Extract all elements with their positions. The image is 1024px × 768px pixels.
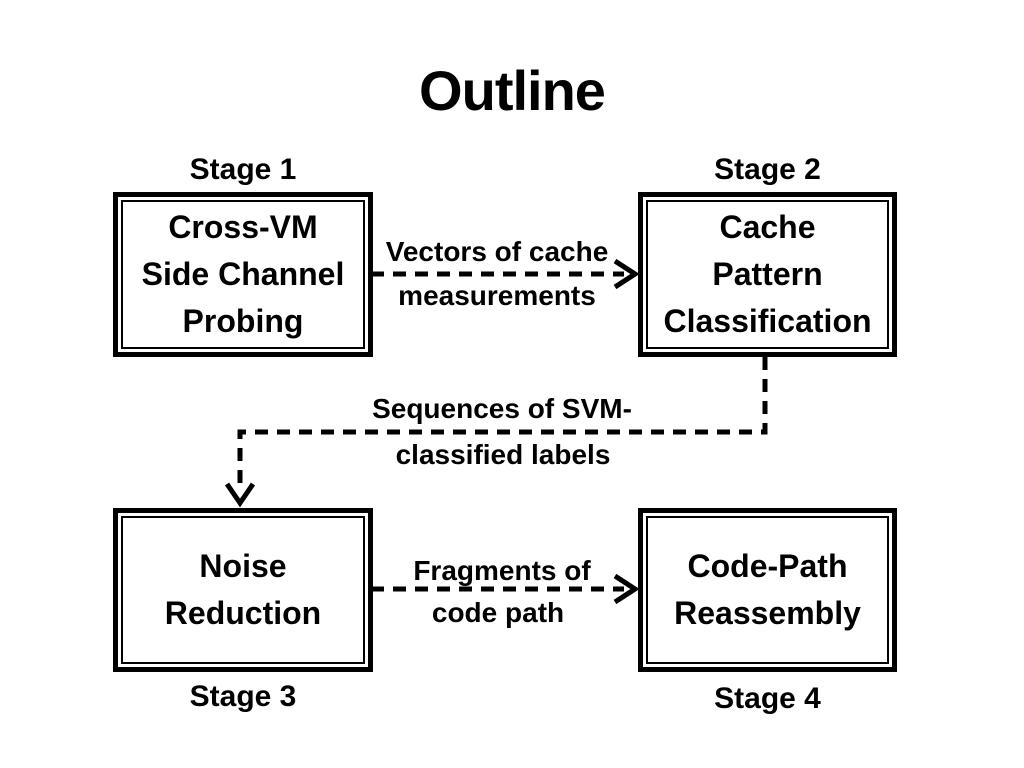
slide-title: Outline bbox=[419, 59, 606, 122]
stage-3-label: Stage 3 bbox=[189, 680, 297, 713]
box-text-line: Classification bbox=[663, 303, 872, 339]
stage-2-label: Stage 2 bbox=[714, 153, 821, 186]
stage-4-box-text: Code-Path Reassembly bbox=[674, 543, 861, 637]
stage-4-box: Code-Path Reassembly bbox=[638, 508, 897, 672]
box-text-line: Side Channel bbox=[141, 256, 345, 292]
box-text-line: Reduction bbox=[164, 595, 322, 631]
connector-2-label-line-2: classified labels bbox=[395, 439, 611, 470]
stage-2-box: Cache Pattern Classification bbox=[638, 192, 897, 357]
connector-1-arrowhead bbox=[613, 258, 640, 290]
stage-4-box-inner-border: Code-Path Reassembly bbox=[646, 516, 889, 664]
stage-4-label: Stage 4 bbox=[714, 682, 821, 715]
box-text-line: Reassembly bbox=[674, 595, 861, 631]
stage-1-box-text: Cross-VM Side Channel Probing bbox=[142, 204, 345, 345]
stage-3-box-text: Noise Reduction bbox=[165, 543, 321, 637]
connector-3-label-line-1: Fragments of bbox=[413, 555, 591, 586]
stage-3-box: Noise Reduction bbox=[113, 508, 373, 672]
stage-1-label: Stage 1 bbox=[189, 153, 297, 186]
stage-1-box-inner-border: Cross-VM Side Channel Probing bbox=[121, 200, 365, 349]
connector-3-arrowhead bbox=[613, 573, 640, 605]
box-text-line: Code-Path bbox=[687, 548, 848, 584]
box-text-line: Noise bbox=[199, 548, 287, 584]
box-text-line: Cache bbox=[719, 209, 816, 245]
connector-1-label-line-1: Vectors of cache bbox=[385, 236, 609, 267]
connector-2-label-line-1: Sequences of SVM- bbox=[372, 393, 632, 424]
stage-2-box-text: Cache Pattern Classification bbox=[663, 204, 871, 345]
box-text-line: Cross-VM bbox=[168, 209, 318, 245]
box-text-line: Pattern bbox=[712, 256, 823, 292]
stage-2-box-inner-border: Cache Pattern Classification bbox=[646, 200, 889, 349]
connector-1-label-line-2: measurements bbox=[398, 280, 596, 311]
stage-3-box-inner-border: Noise Reduction bbox=[121, 516, 365, 664]
box-text-line: Probing bbox=[182, 303, 304, 339]
connector-3-label-line-2: code path bbox=[431, 597, 565, 628]
stage-1-box: Cross-VM Side Channel Probing bbox=[113, 192, 373, 357]
connector-2-arrowhead bbox=[224, 482, 256, 508]
